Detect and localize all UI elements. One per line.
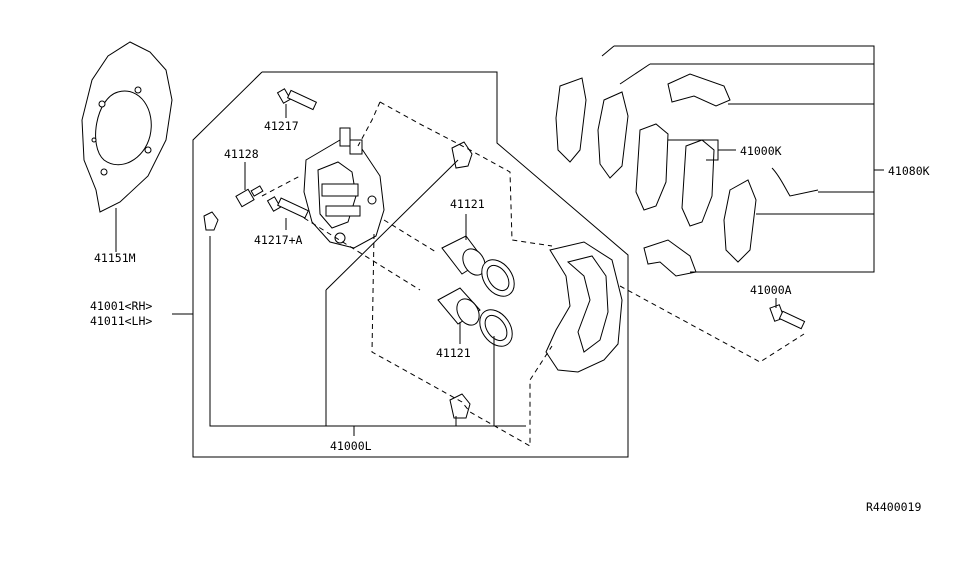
label-41128: 41128 [224, 147, 259, 161]
outer-shim-2-part [597, 91, 629, 179]
pad-clip-upper-part [667, 73, 731, 107]
label-41000k: 41000K [740, 144, 782, 158]
inner-shim-part [723, 179, 757, 263]
dust-shield-part [81, 41, 173, 213]
wear-indicator-part [771, 167, 819, 197]
label-41151m: 41151M [94, 251, 136, 265]
brake-pad-inner-part [681, 139, 715, 227]
brake-pad-outer-part [635, 123, 669, 211]
piston-upper-part [441, 235, 486, 276]
label-41000l: 41000L [330, 439, 372, 453]
piston-seal-lower-part [479, 309, 513, 347]
label-41080k: 41080K [888, 164, 930, 178]
piston-seal-upper-part [481, 259, 515, 297]
label-41001-rh: 41001<RH> [90, 299, 152, 313]
piston-lower-part [437, 287, 481, 326]
pin-bolt-41217-part [276, 88, 318, 111]
pin-bolt-41217a-part [266, 196, 309, 219]
label-41217: 41217 [264, 119, 299, 133]
bleeder-screw-part [235, 185, 264, 208]
assembly-frame [192, 71, 629, 458]
bracket-bolt-part [769, 304, 806, 330]
pad-clip-lower-part [643, 239, 697, 277]
pin-boot-lower-part [449, 393, 471, 419]
label-41217a: 41217+A [254, 233, 303, 247]
label-41000a: 41000A [750, 283, 792, 297]
outer-shim-1-part [555, 77, 587, 163]
caliper-body-part [303, 127, 385, 249]
label-41011-lh: 41011<LH> [90, 314, 152, 328]
bleeder-cap-part [203, 211, 219, 231]
caliper-bracket-part [545, 241, 623, 373]
diagram-reference-code: R4400019 [866, 500, 921, 514]
label-41121-lower: 41121 [436, 346, 471, 360]
label-41121-upper: 41121 [450, 197, 485, 211]
